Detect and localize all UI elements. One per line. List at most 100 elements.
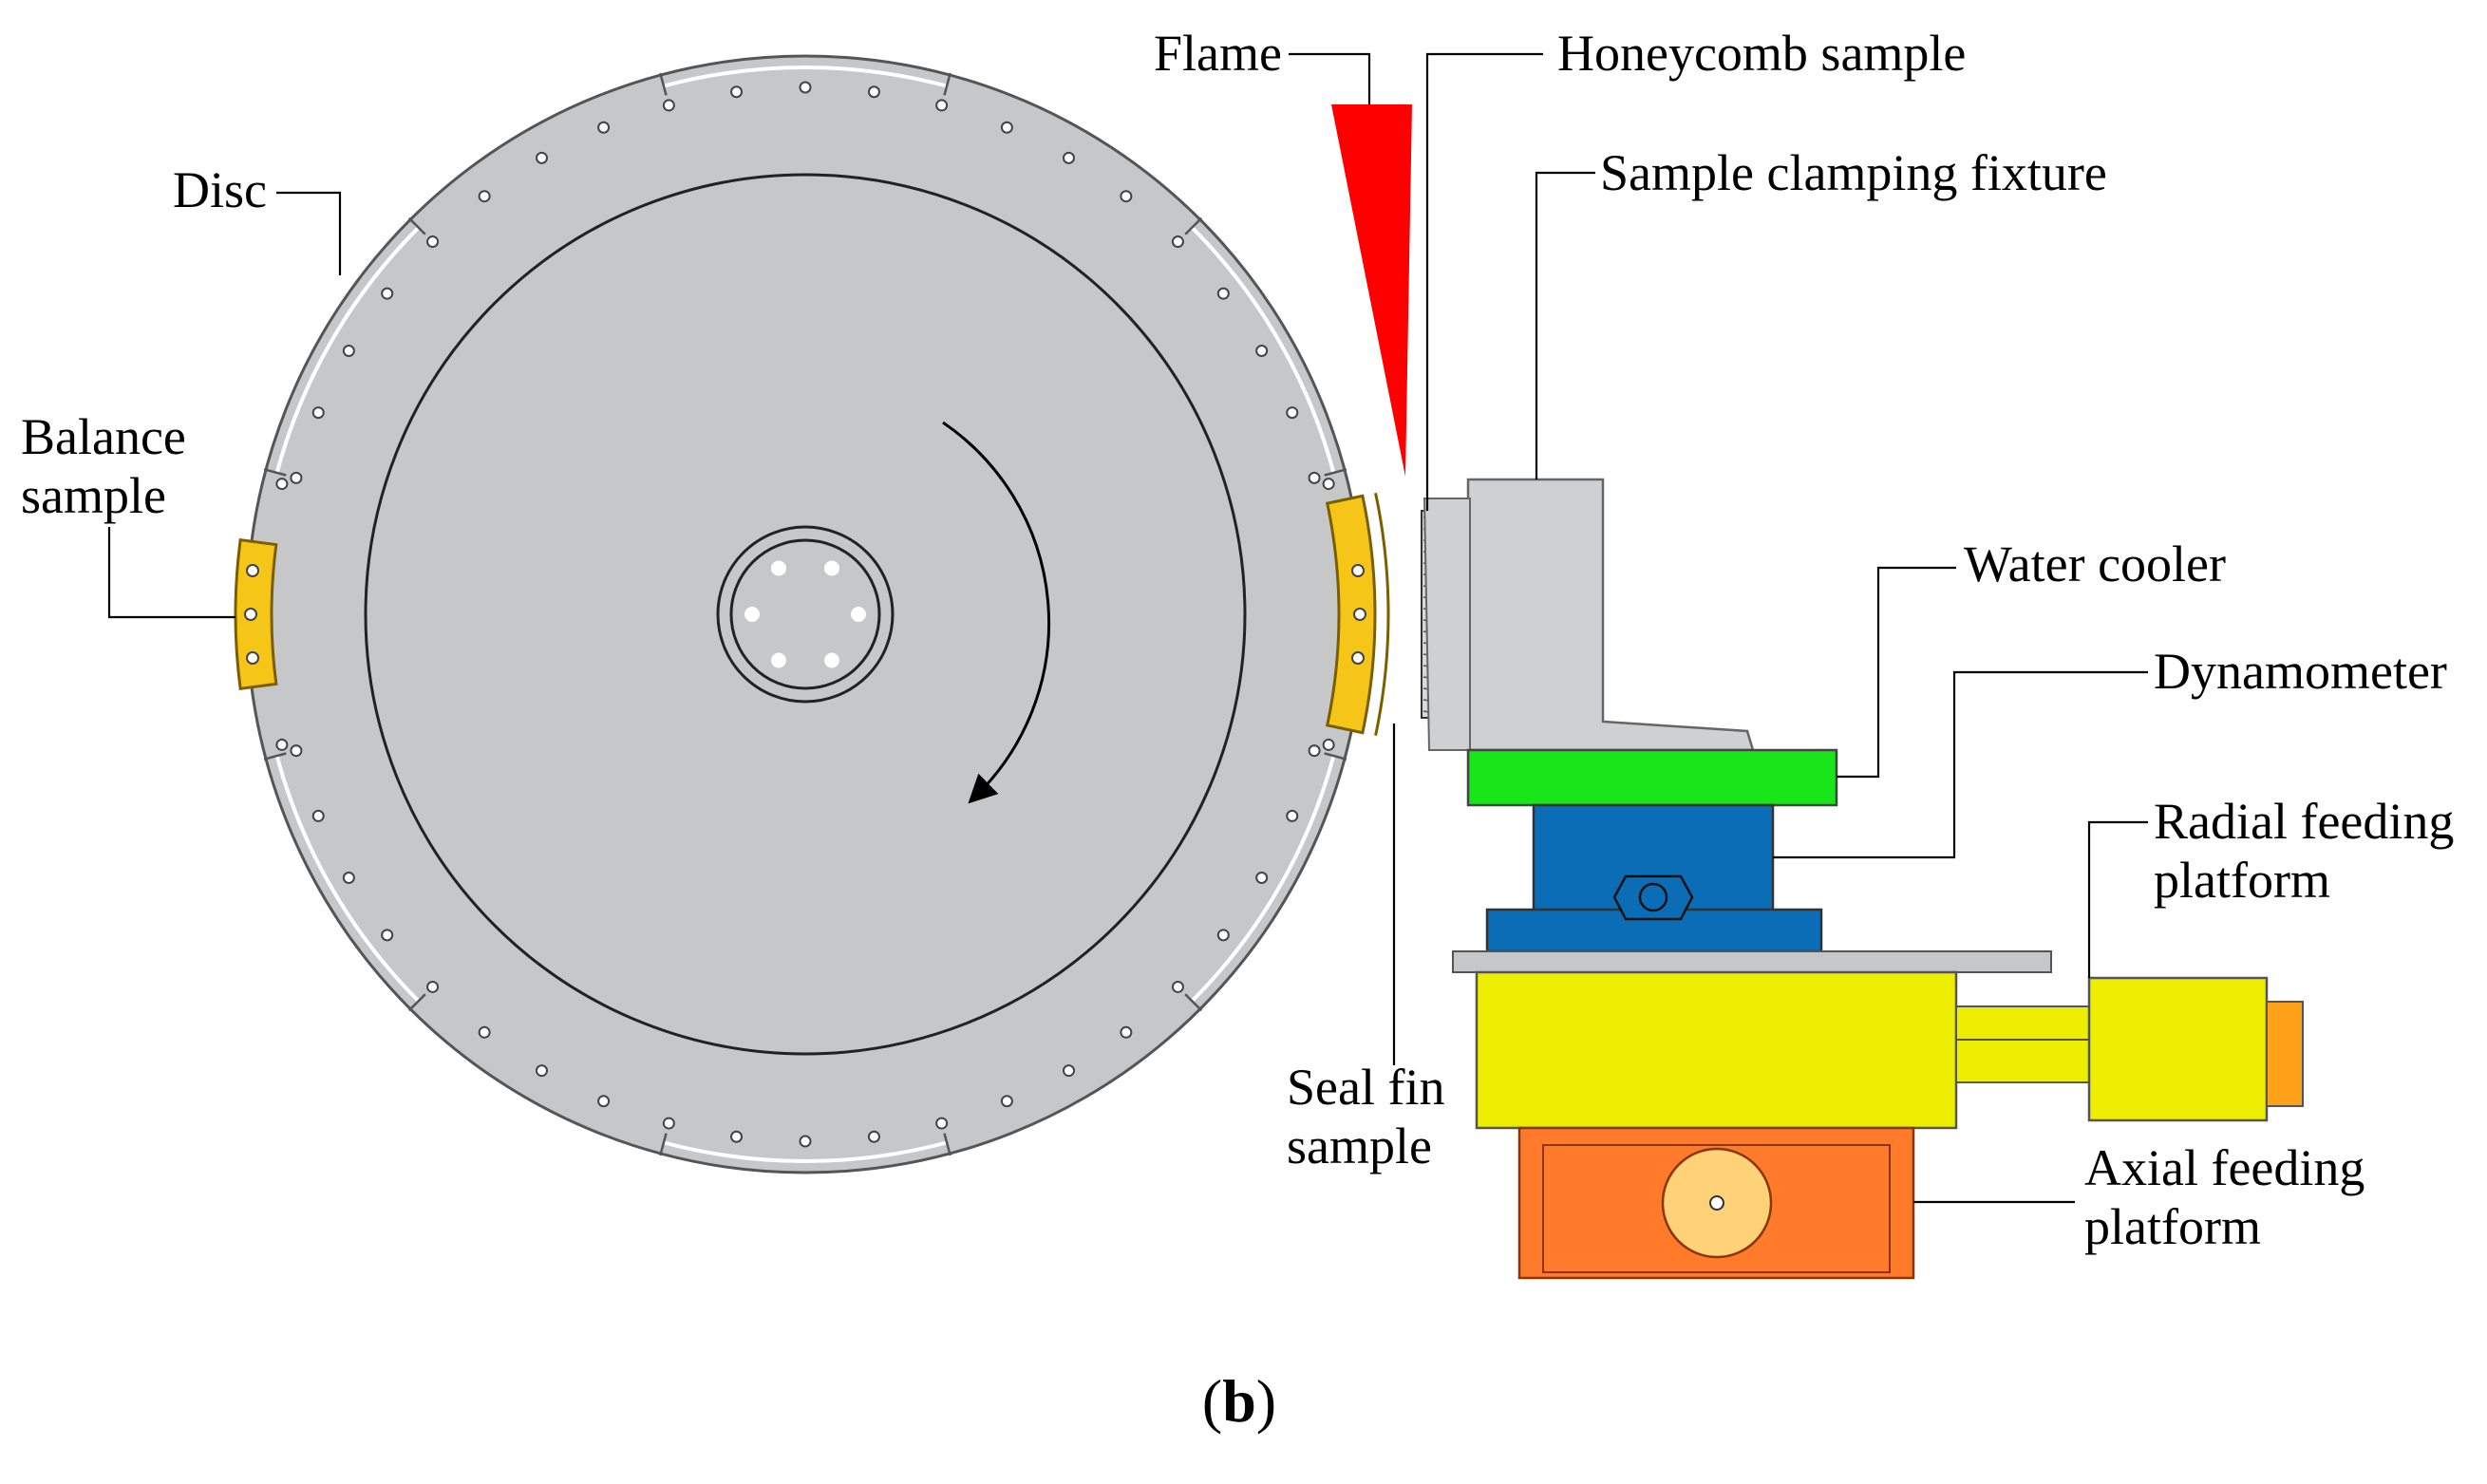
bolt-hole	[1255, 345, 1269, 357]
bolt-hole	[381, 287, 394, 300]
water-cooler	[1466, 748, 1838, 807]
label-sample-clamping-fixture: Sample clamping fixture	[1600, 144, 2107, 201]
rim-slot-arc	[274, 226, 421, 474]
label-disc: Disc	[173, 161, 267, 218]
figure-caption: (b)	[1202, 1367, 1276, 1435]
water-cooler-leader	[1837, 566, 1956, 779]
bolt-hole	[662, 99, 675, 112]
bolt-hole	[730, 85, 744, 99]
bolt-hole	[290, 744, 303, 758]
rim-slot-end	[943, 72, 951, 96]
bolt-hole	[311, 809, 325, 822]
base-plate	[1452, 950, 2052, 973]
bolt-hole	[1308, 471, 1321, 484]
honeycomb-leader	[1425, 52, 1543, 511]
bolt-hole	[730, 1130, 744, 1143]
bolt-hole	[1255, 872, 1269, 884]
label-radial-feeding-platform-1: Radial feeding	[2154, 793, 2454, 850]
flame	[1331, 104, 1412, 477]
caption-open: (	[1202, 1367, 1222, 1435]
hub-hole	[771, 652, 786, 668]
hub-hole	[824, 560, 839, 576]
label-axial-feeding-platform-2: platform	[2084, 1198, 2261, 1255]
caption-letter: b	[1222, 1367, 1256, 1435]
bolt-hole	[1000, 1095, 1013, 1108]
radial-platform-motor	[2087, 976, 2269, 1122]
radial-platform-rail	[1955, 1005, 2090, 1083]
dynamometer	[1485, 803, 1823, 953]
rim-slot-arc	[1190, 755, 1336, 1003]
radial-feeding-platform	[1475, 970, 2304, 1130]
label-seal-fin-sample-2: sample	[1287, 1118, 1432, 1174]
seal-fin-hole-top	[1351, 564, 1365, 577]
bolt-hole	[662, 1117, 675, 1130]
rim-slot-end	[943, 1133, 951, 1156]
radial-platform-body	[1475, 970, 1958, 1130]
bolt-hole	[867, 1130, 880, 1143]
fixture-front-plate	[1422, 498, 1471, 751]
hub-holes	[744, 560, 866, 668]
disc-rim-slots	[263, 66, 1347, 1163]
disc-inner-ring	[364, 173, 1247, 1056]
bolt-hole	[1120, 1025, 1133, 1039]
bolt-hole	[1322, 478, 1335, 491]
label-balance-sample-2: sample	[21, 467, 166, 524]
rim-slot-arc	[1190, 226, 1336, 474]
rim-slot-arc	[663, 1140, 948, 1163]
hub-hole	[851, 607, 866, 622]
balance-sample-hole-bottom	[246, 651, 259, 665]
rim-slot-end	[407, 993, 426, 1012]
radial-platform-knob	[2266, 1001, 2304, 1107]
bolt-hole	[1216, 929, 1230, 942]
disc	[245, 54, 1366, 1174]
seal-fin-hole-mid	[1353, 608, 1366, 621]
bolt-hole	[478, 1025, 491, 1039]
bolt-hole	[290, 471, 303, 484]
bolt-hole	[536, 151, 548, 164]
rim-slot-end	[407, 216, 426, 235]
bolt-hole	[1171, 235, 1184, 249]
balance-sample-hole-mid	[244, 608, 257, 621]
bolt-hole	[799, 81, 812, 94]
rim-slot-end	[659, 72, 668, 96]
rim-slot-end	[1324, 468, 1347, 477]
label-honeycomb-sample: Honeycomb sample	[1557, 25, 1966, 82]
bolt-hole	[1286, 406, 1299, 420]
bolt-hole	[1322, 738, 1335, 751]
rim-slot-end	[1184, 216, 1203, 235]
flame-leader	[1289, 52, 1371, 104]
disc-leader	[276, 191, 342, 275]
bolt-hole	[311, 406, 325, 420]
label-balance-sample-1: Balance	[21, 408, 186, 465]
label-radial-feeding-platform-2: platform	[2154, 852, 2330, 909]
rim-slot-end	[659, 1133, 668, 1156]
bolt-hole	[799, 1135, 812, 1148]
bolt-hole	[1000, 121, 1013, 134]
bolt-hole	[381, 929, 394, 942]
rim-slot-end	[263, 752, 287, 761]
sample-clamping-fixture	[1466, 478, 1755, 752]
dynamometer-leader	[1773, 670, 2148, 859]
fixture-leader	[1535, 171, 1595, 479]
bolt-hole	[275, 738, 289, 751]
bolt-hole	[1216, 287, 1230, 300]
axial-feeding-platform	[1517, 1126, 1915, 1280]
dynamometer-nut	[1612, 874, 1694, 921]
seal-fin-sample-shape	[1325, 494, 1377, 735]
rim-slot-end	[263, 468, 287, 477]
label-dynamometer: Dynamometer	[2154, 643, 2447, 700]
seal-fin-sample	[1325, 493, 1390, 736]
hub-hole	[824, 652, 839, 668]
bolt-hole	[1120, 190, 1133, 203]
label-seal-fin-sample-1: Seal fin	[1287, 1059, 1444, 1116]
caption-close: )	[1256, 1367, 1276, 1435]
bolt-hole	[478, 190, 491, 203]
balance-leader	[107, 527, 236, 619]
seal-fin-edge	[1374, 493, 1390, 736]
label-water-cooler: Water cooler	[1964, 535, 2226, 592]
bolt-hole	[426, 980, 440, 993]
bolt-hole	[342, 872, 355, 884]
rim-slot-arc	[663, 66, 948, 88]
bolt-hole	[597, 121, 611, 134]
